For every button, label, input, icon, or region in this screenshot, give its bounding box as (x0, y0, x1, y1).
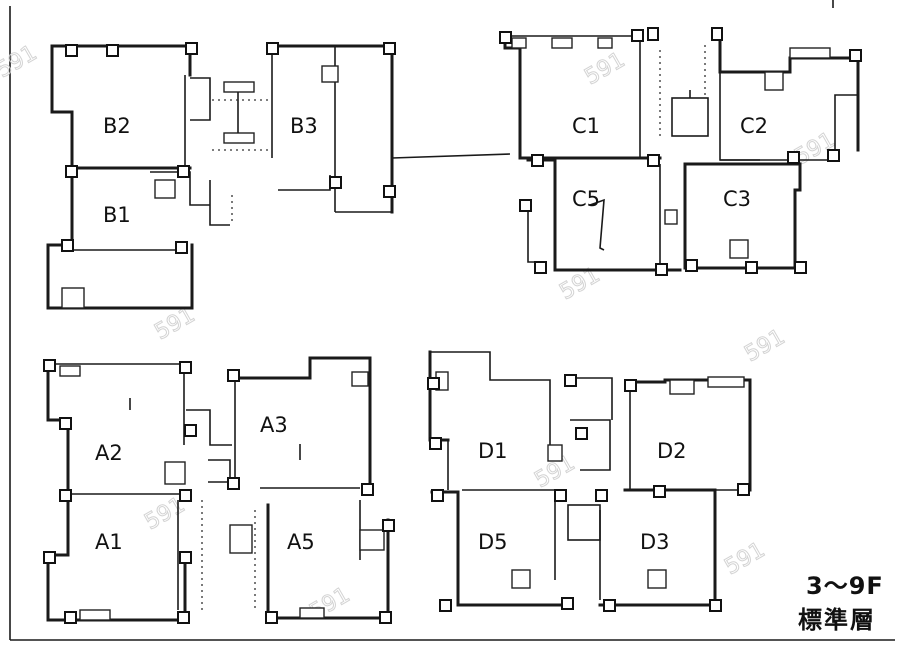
unit-label-a3: A3 (260, 413, 288, 437)
watermark-text: 591 (721, 538, 770, 581)
floor-range-label: 3～9F (806, 572, 884, 600)
unit-label-a2: A2 (95, 441, 123, 465)
unit-label-d2: D2 (657, 439, 687, 463)
watermark-text: 591 (581, 48, 630, 91)
unit-label-c2: C2 (740, 114, 768, 138)
unit-label-b1: B1 (103, 203, 131, 227)
watermark-text: 591 (741, 325, 790, 368)
block-d (427, 350, 752, 612)
unit-label-b2: B2 (103, 114, 131, 138)
watermark-text: 591 (0, 41, 41, 84)
unit-label-b3: B3 (290, 114, 318, 138)
unit-label-d5: D5 (478, 530, 508, 554)
unit-label-c3: C3 (723, 187, 751, 211)
unit-label-d3: D3 (640, 530, 670, 554)
unit-label-d1: D1 (478, 439, 508, 463)
block-a (43, 356, 395, 624)
unit-label-c5: C5 (572, 187, 600, 211)
block-c (499, 27, 862, 276)
unit-label-a5: A5 (287, 530, 315, 554)
floor-name-label: 標準層 (798, 606, 876, 634)
unit-label-c1: C1 (572, 114, 600, 138)
unit-label-a1: A1 (95, 530, 123, 554)
block-b (46, 42, 511, 310)
